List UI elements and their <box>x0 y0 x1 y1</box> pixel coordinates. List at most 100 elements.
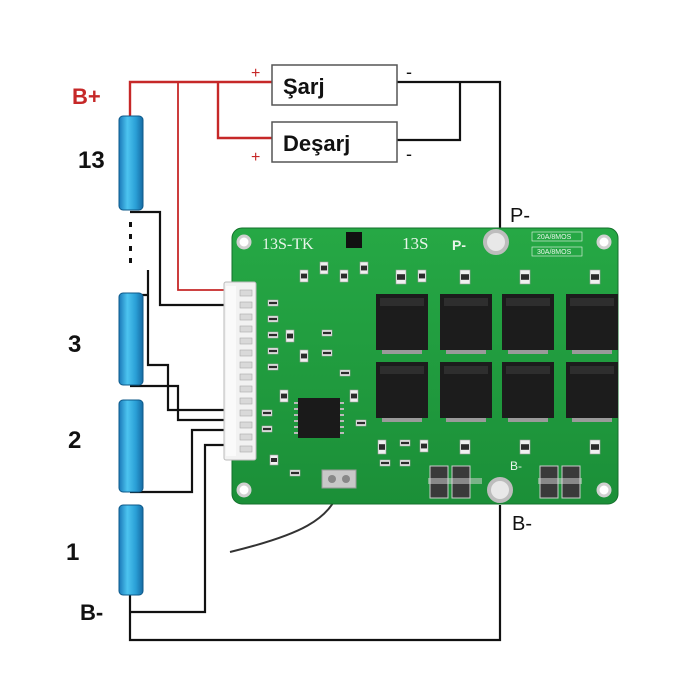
black-wires <box>128 80 502 642</box>
connector-pin <box>239 349 253 357</box>
cell-label-3: 3 <box>68 331 81 358</box>
mosfet <box>502 362 554 422</box>
cell3-balance-wire <box>146 270 225 412</box>
smd-part <box>319 261 329 275</box>
cell-label-1: 1 <box>66 539 79 566</box>
b-plus-balance-wire <box>177 82 225 291</box>
mosfet <box>440 362 492 422</box>
smd-part <box>267 347 279 355</box>
connector-pin <box>239 325 253 333</box>
smd-part <box>349 389 359 403</box>
smd-part <box>519 439 531 455</box>
smd-part <box>459 269 471 285</box>
smd-part <box>321 349 333 357</box>
discharge-plus-sign: + <box>251 149 260 166</box>
shunt-resistors <box>428 465 582 499</box>
mosfet <box>376 294 428 354</box>
cell-13 <box>118 115 144 211</box>
smd-part <box>355 419 367 427</box>
charge-label: Şarj <box>283 74 325 99</box>
bms-pcb: 13S-TK 13S P- 20A/8MOS 30A/8MOS B- <box>223 227 619 505</box>
cell13-balance-wire <box>130 210 225 307</box>
smd-part <box>321 329 333 337</box>
smd-part <box>395 269 407 285</box>
smd-part <box>289 469 301 477</box>
smd-part <box>459 439 471 455</box>
connector-pin <box>239 433 253 441</box>
connector-pin <box>239 421 253 429</box>
charge-box: Şarj <box>271 64 398 106</box>
smd-part <box>267 299 279 307</box>
b-minus-right-label: B- <box>512 513 532 535</box>
mosfet <box>376 362 428 422</box>
cell-2 <box>118 399 144 493</box>
b-plus-label: B+ <box>72 84 101 109</box>
connector-pin <box>239 301 253 309</box>
discharge-minus-sign: - <box>406 144 412 164</box>
mosfet <box>566 362 618 422</box>
smd-part <box>589 439 601 455</box>
cell-label-2: 2 <box>68 427 81 454</box>
b-plus-wire <box>128 80 272 118</box>
smd-part <box>261 425 273 433</box>
cell-gap-dots <box>129 222 132 263</box>
cell1-balance-wire <box>130 443 225 614</box>
ntc-pads <box>321 469 357 489</box>
charge-plus-sign: + <box>251 65 260 82</box>
pcb-p-text: P- <box>452 237 466 253</box>
smd-part <box>359 261 369 275</box>
b-minus-pad <box>487 477 513 503</box>
smd-part <box>267 363 279 371</box>
connector-pin <box>239 385 253 393</box>
smd-part <box>285 329 295 343</box>
cell-1 <box>118 504 144 596</box>
balance-connector <box>223 281 257 461</box>
discharge-label: Deşarj <box>283 131 350 156</box>
mounting-holes <box>236 234 612 498</box>
cell-label-13: 13 <box>78 147 105 174</box>
p-minus-label: P- <box>510 205 530 227</box>
mosfet <box>440 294 492 354</box>
charge-minus-wire <box>397 80 502 228</box>
smd-part <box>339 269 349 283</box>
smd-part <box>267 331 279 339</box>
smd-part <box>417 269 427 283</box>
smd-part <box>379 459 391 467</box>
discharge-box: Deşarj <box>271 121 398 163</box>
smd-part <box>377 439 387 455</box>
cell-3 <box>118 292 144 386</box>
smd-part <box>261 409 273 417</box>
connector-pin <box>239 397 253 405</box>
mosfet <box>566 294 618 354</box>
b-minus-left-label: B- <box>80 600 103 625</box>
top-ic <box>346 232 362 248</box>
connector-pin <box>239 289 253 297</box>
b-minus-main-wire <box>128 505 502 642</box>
connector-pin <box>239 361 253 369</box>
pcb-model-text: 13S-TK <box>262 236 314 253</box>
connector-pin <box>239 409 253 417</box>
red-wires <box>128 80 272 291</box>
pcb-rating-2: 30A/8MOS <box>537 249 572 256</box>
smd-part <box>267 315 279 323</box>
smd-part <box>269 454 279 466</box>
cell3-2-balance-wire <box>130 384 225 422</box>
smd-components <box>261 261 601 477</box>
charge-minus-sign: - <box>406 62 412 82</box>
control-ic <box>294 398 344 438</box>
smd-part <box>399 439 411 447</box>
p-minus-pad <box>483 229 509 255</box>
smd-part <box>339 369 351 377</box>
connector-pin <box>239 313 253 321</box>
smd-part <box>299 349 309 363</box>
pcb-rating-1: 20A/8MOS <box>537 234 572 241</box>
discharge-plus-wire <box>216 82 272 140</box>
mosfet-array <box>376 294 618 422</box>
smd-part <box>519 269 531 285</box>
connector-pin <box>239 445 253 453</box>
smd-part <box>279 389 289 403</box>
smd-part <box>299 269 309 283</box>
connector-pin <box>239 373 253 381</box>
pcb-series-text: 13S <box>402 234 428 253</box>
